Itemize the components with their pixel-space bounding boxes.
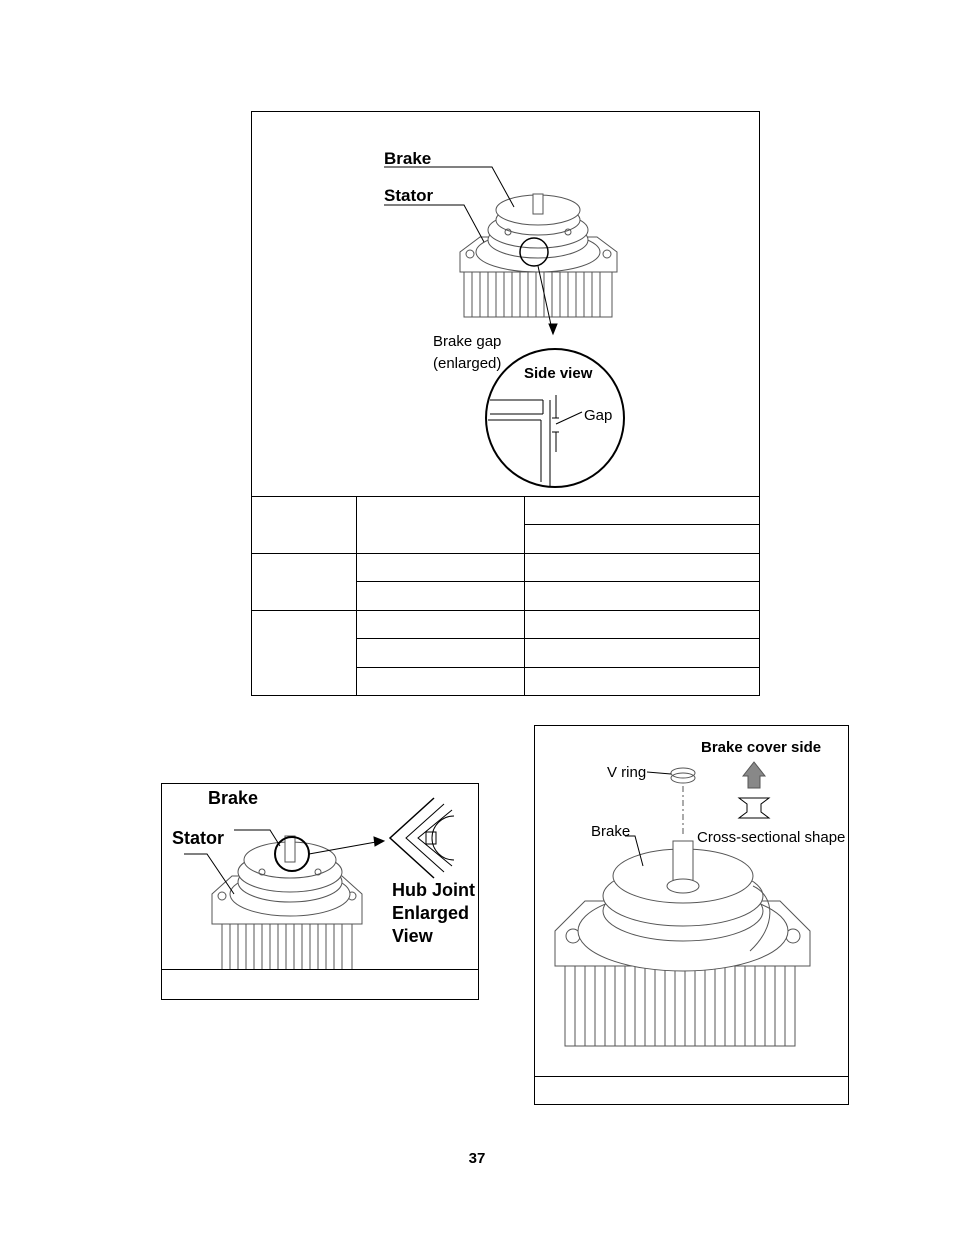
label-gap: Gap [584, 407, 612, 424]
label-brake: Brake [591, 823, 630, 840]
table-cell [524, 581, 760, 611]
label-view: View [392, 926, 434, 946]
table-cell [524, 610, 760, 639]
table-cell [251, 553, 357, 611]
v-ring-caption-row [535, 1076, 848, 1104]
label-stator: Stator [384, 186, 434, 205]
hub-joint-illustration: Brake Stator Hub Joint Enlarged View [172, 788, 475, 971]
label-stator: Stator [172, 828, 224, 848]
hub-joint-figure-box: Brake Stator Hub Joint Enlarged View [161, 783, 479, 1000]
table-cell [355, 496, 526, 554]
v-ring-illustration: Brake cover side V ring Brake Cross-sect… [554, 739, 845, 1047]
table-cell [524, 553, 760, 582]
label-brake-gap: Brake gap [433, 333, 501, 350]
label-brake-cover-side: Brake cover side [701, 739, 821, 756]
table-cell [355, 553, 526, 582]
label-cross-sectional-shape: Cross-sectional shape [697, 829, 845, 846]
motor-body-drawing [554, 767, 811, 1047]
table-cell [251, 610, 357, 696]
table-cell [355, 581, 526, 611]
brake-specs-table [251, 496, 760, 696]
motor-body-drawing [459, 193, 618, 318]
label-enlarged: (enlarged) [433, 355, 501, 372]
label-hub-joint: Hub Joint [392, 880, 475, 900]
table-cell [524, 667, 760, 696]
label-brake: Brake [384, 149, 431, 168]
table-cell [355, 610, 526, 639]
label-v-ring: V ring [607, 764, 646, 781]
table-cell [524, 496, 760, 525]
v-ring-figure-box: Brake cover side V ring Brake Cross-sect… [534, 725, 849, 1105]
table-cell [524, 638, 760, 668]
brake-gap-illustration: Brake Stator Brake gap (enlarged) Side v… [384, 149, 625, 488]
page-number: 37 [468, 1150, 486, 1167]
brake-gap-figure-box: Brake Stator Brake gap (enlarged) Side v… [251, 111, 760, 497]
table-cell [355, 638, 526, 668]
motor-body-drawing [211, 835, 363, 971]
table-cell [355, 667, 526, 696]
label-brake: Brake [208, 788, 258, 808]
table-cell [251, 496, 357, 554]
label-enlarged: Enlarged [392, 903, 469, 923]
table-cell [524, 524, 760, 554]
label-side-view: Side view [524, 365, 593, 382]
hub-joint-caption-row [162, 969, 478, 999]
